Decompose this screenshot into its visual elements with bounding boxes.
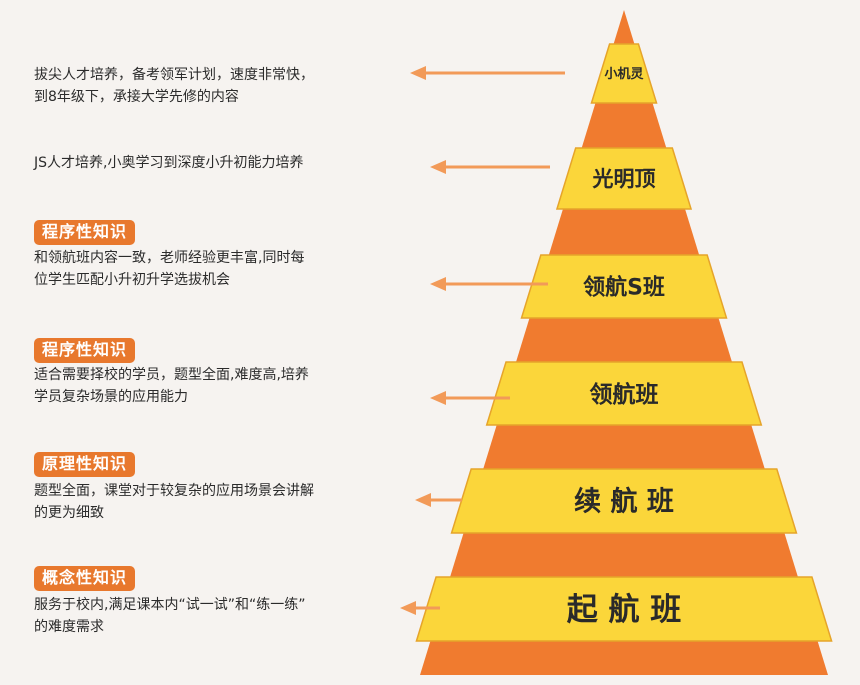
- tier-band-xiaojiling: [590, 43, 658, 104]
- tier-band-linghang-s: [520, 254, 728, 319]
- arrow-left-icon: [430, 277, 446, 291]
- tier-description: 和领航班内容一致，老师经验更丰富,同时每 位学生匹配小升初升学选拔机会: [34, 250, 305, 288]
- pyramid-body: [420, 10, 828, 675]
- tier-description: 服务于校内,满足课本内“试一试”和“练一练” 的难度需求: [34, 597, 306, 635]
- knowledge-type-badge: 程序性知识: [34, 338, 136, 363]
- tier-description: 题型全面，课堂对于较复杂的应用场景会讲解 的更为细致: [34, 483, 314, 521]
- arrow-left-icon: [410, 66, 426, 80]
- tier-label-linghang: 领航班: [590, 381, 659, 408]
- tier-label-qihang: 起 航 班: [567, 592, 682, 628]
- tier-description: 适合需要择校的学员，题型全面,难度高,培养 学员复杂场景的应用能力: [34, 367, 309, 405]
- tier-description: JS人才培养,小奥学习到深度小升初能力培养: [34, 155, 304, 171]
- tier-label-xuhang: 续 航 班: [574, 486, 674, 518]
- tier-description: 拔尖人才培养，备考领军计划，速度非常快， 到8年级下，承接大学先修的内容: [34, 67, 314, 105]
- tier-band-linghang: [485, 361, 763, 426]
- arrow-left-icon: [430, 391, 446, 405]
- tier-label-guangmingding: 光明顶: [592, 167, 656, 191]
- tier-band-qihang: [415, 576, 833, 642]
- tier-band-xuhang: [450, 468, 798, 534]
- knowledge-type-badge: 概念性知识: [34, 566, 136, 591]
- arrow-left-icon: [400, 601, 416, 615]
- arrow-left-icon: [430, 160, 446, 174]
- tier-label-xiaojiling: 小机灵: [604, 66, 644, 82]
- tier-label-linghang-s: 领航S班: [583, 274, 665, 300]
- knowledge-type-badge: 程序性知识: [34, 220, 136, 245]
- arrow-left-icon: [415, 493, 431, 507]
- tier-band-guangmingding: [555, 147, 693, 210]
- knowledge-type-badge: 原理性知识: [34, 452, 136, 477]
